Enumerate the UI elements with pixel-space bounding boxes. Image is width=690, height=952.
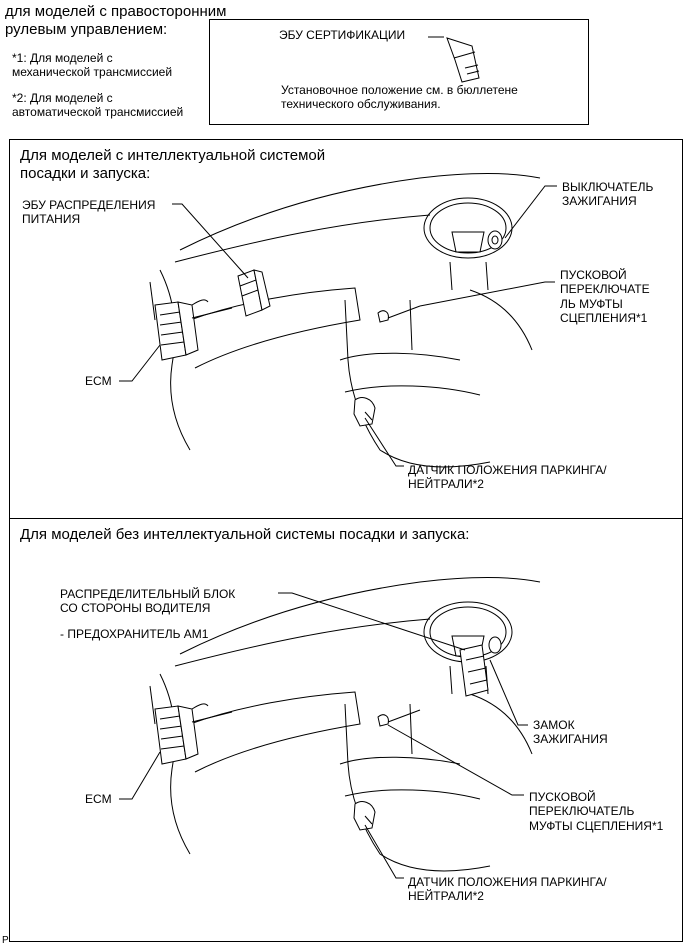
panel2-heading: Для моделей без интеллектуальной системы…: [20, 526, 470, 543]
cert-ecu-label: ЭБУ СЕРТИФИКАЦИИ: [279, 28, 406, 42]
page-title: для моделей с правосторонним рулевым упр…: [5, 3, 227, 38]
figure-code: P: [2, 935, 9, 946]
clutch-switch-label-2: ПУСКОВОЙ ПЕРЕКЛЮЧАТЕЛЬ МУФТЫ СЦЕПЛЕНИЯ*1: [529, 790, 664, 833]
cert-ecu-note: Установочное положение см. в бюллетене т…: [281, 83, 518, 112]
panel1-heading: Для моделей с интеллектуальной системой …: [20, 147, 326, 182]
ignition-lock-label: ЗАМОК ЗАЖИГАНИЯ: [533, 718, 608, 747]
fuse-am1-label: - ПРЕДОХРАНИТЕЛЬ AM1: [60, 627, 209, 641]
junction-block-label: РАСПРЕДЕЛИТЕЛЬНЫЙ БЛОК СО СТОРОНЫ ВОДИТЕ…: [60, 587, 236, 616]
cert-ecu-illustration: [428, 36, 480, 83]
cert-ecu-box: ЭБУ СЕРТИФИКАЦИИ Установочное положение …: [209, 19, 589, 125]
ecm-label-2: ECM: [85, 792, 112, 806]
footnote-2: *2: Для моделей с автоматической трансми…: [12, 91, 184, 120]
power-ecu-label: ЭБУ РАСПРЕДЕЛЕНИЯ ПИТАНИЯ: [22, 198, 156, 227]
ignition-switch-label: ВЫКЛЮЧАТЕЛЬ ЗАЖИГАНИЯ: [562, 180, 654, 209]
footnote-1: *1: Для моделей с механической трансмисс…: [12, 51, 173, 80]
panel-no-smart-entry: [9, 518, 683, 942]
clutch-switch-label-1: ПУСКОВОЙ ПЕРЕКЛЮЧАТЕ ЛЬ МУФТЫ СЦЕПЛЕНИЯ*…: [560, 268, 650, 326]
ecm-label-1: ECM: [85, 374, 112, 388]
park-neutral-label-2: ДАТЧИК ПОЛОЖЕНИЯ ПАРКИНГА/ НЕЙТРАЛИ*2: [408, 875, 607, 904]
